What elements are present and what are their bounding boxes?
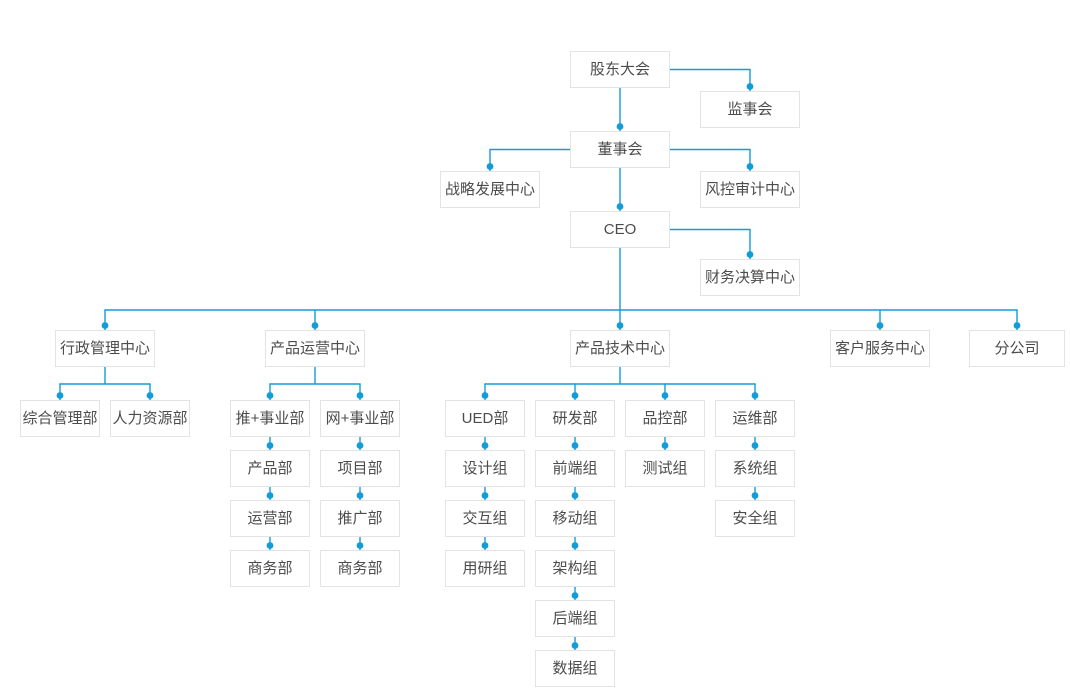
org-node-strategy-development-center: 战略发展中心 — [440, 171, 540, 208]
org-node-label: 财务决算中心 — [704, 269, 795, 286]
org-node-label: CEO — [603, 221, 637, 238]
org-node-label: 系统组 — [732, 460, 778, 477]
org-node-system-group: 系统组 — [715, 450, 795, 487]
org-node-label: 分公司 — [994, 340, 1040, 357]
org-node-tui-plus-business-dept: 推+事业部 — [230, 400, 310, 437]
org-node-label: 运营部 — [247, 510, 293, 527]
org-node-label: 客户服务中心 — [834, 340, 925, 357]
org-node-supervisory-board: 监事会 — [700, 91, 800, 128]
org-node-label: 项目部 — [337, 460, 383, 477]
org-node-ued-dept: UED部 — [445, 400, 525, 437]
org-node-label: 设计组 — [462, 460, 508, 477]
org-node-label: 产品部 — [247, 460, 293, 477]
org-node-label: 前端组 — [552, 460, 598, 477]
org-node-label: 架构组 — [552, 560, 598, 577]
org-node-product-tech-center: 产品技术中心 — [570, 330, 670, 367]
org-node-rd-dept: 研发部 — [535, 400, 615, 437]
org-node-label: 后端组 — [552, 610, 598, 627]
org-node-label: 安全组 — [732, 510, 778, 527]
org-node-ops-dept: 运维部 — [715, 400, 795, 437]
org-node-label: 网+事业部 — [325, 410, 395, 427]
org-node-label: 股东大会 — [589, 61, 650, 78]
org-node-admin-management-center: 行政管理中心 — [55, 330, 155, 367]
org-node-shareholders-meeting: 股东大会 — [570, 51, 670, 88]
org-node-label: 商务部 — [247, 560, 293, 577]
org-node-label: 数据组 — [552, 660, 598, 677]
org-node-architecture-group: 架构组 — [535, 550, 615, 587]
org-node-business-dept-1: 商务部 — [230, 550, 310, 587]
org-node-promotion-dept: 推广部 — [320, 500, 400, 537]
org-node-hr-dept: 人力资源部 — [110, 400, 190, 437]
org-node-label: 推+事业部 — [235, 410, 305, 427]
org-node-label: UED部 — [461, 410, 509, 427]
org-node-backend-group: 后端组 — [535, 600, 615, 637]
org-node-testing-group: 测试组 — [625, 450, 705, 487]
org-node-label: 人力资源部 — [112, 410, 188, 427]
org-node-label: 研发部 — [552, 410, 598, 427]
org-node-label: 风控审计中心 — [704, 181, 795, 198]
org-node-frontend-group: 前端组 — [535, 450, 615, 487]
org-node-wang-plus-business-dept: 网+事业部 — [320, 400, 400, 437]
org-node-mobile-group: 移动组 — [535, 500, 615, 537]
org-node-ceo: CEO — [570, 211, 670, 248]
org-node-operation-dept: 运营部 — [230, 500, 310, 537]
org-node-label: 战略发展中心 — [444, 181, 535, 198]
org-node-security-group: 安全组 — [715, 500, 795, 537]
org-node-product-dept: 产品部 — [230, 450, 310, 487]
org-node-branch-company: 分公司 — [969, 330, 1065, 367]
org-node-label: 行政管理中心 — [59, 340, 150, 357]
org-node-label: 测试组 — [642, 460, 688, 477]
org-node-interaction-group: 交互组 — [445, 500, 525, 537]
org-node-label: 运维部 — [732, 410, 778, 427]
org-node-data-group: 数据组 — [535, 650, 615, 687]
org-node-label: 品控部 — [642, 410, 688, 427]
org-node-label: 监事会 — [727, 101, 773, 118]
org-node-product-operation-center: 产品运营中心 — [265, 330, 365, 367]
org-node-design-group: 设计组 — [445, 450, 525, 487]
org-node-label: 推广部 — [337, 510, 383, 527]
org-node-label: 产品运营中心 — [269, 340, 360, 357]
org-node-qc-dept: 品控部 — [625, 400, 705, 437]
org-node-finance-settlement-center: 财务决算中心 — [700, 259, 800, 296]
org-node-label: 综合管理部 — [22, 410, 98, 427]
org-node-risk-audit-center: 风控审计中心 — [700, 171, 800, 208]
org-node-customer-service-center: 客户服务中心 — [830, 330, 930, 367]
org-node-label: 商务部 — [337, 560, 383, 577]
org-node-user-research-group: 用研组 — [445, 550, 525, 587]
org-node-general-management-dept: 综合管理部 — [20, 400, 100, 437]
org-node-label: 交互组 — [462, 510, 508, 527]
org-node-label: 用研组 — [462, 560, 508, 577]
org-node-label: 产品技术中心 — [574, 340, 665, 357]
org-node-label: 移动组 — [552, 510, 598, 527]
org-node-label: 董事会 — [597, 141, 643, 158]
org-node-board-of-directors: 董事会 — [570, 131, 670, 168]
org-node-project-dept: 项目部 — [320, 450, 400, 487]
org-node-business-dept-2: 商务部 — [320, 550, 400, 587]
